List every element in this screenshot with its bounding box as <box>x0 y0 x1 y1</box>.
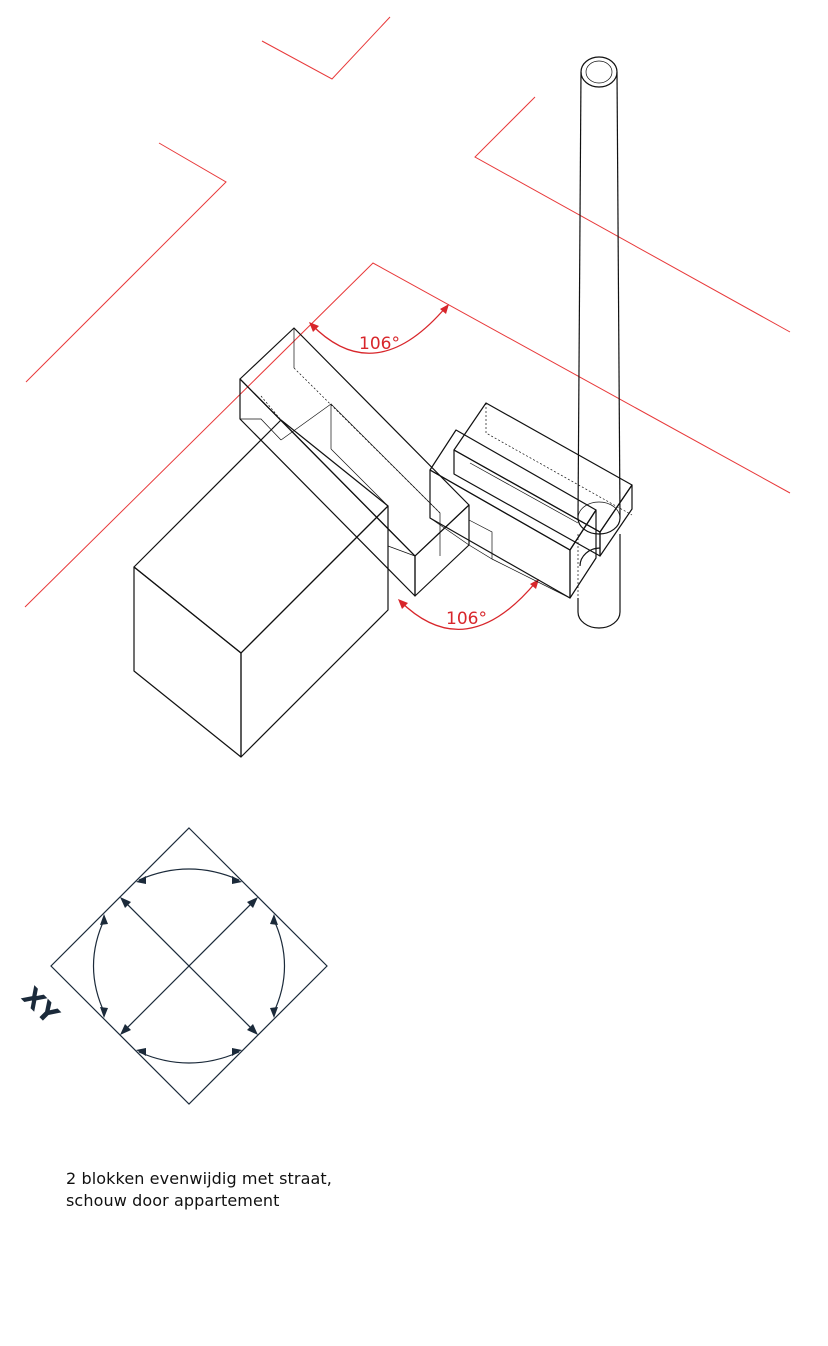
site-line-plot <box>24 262 791 608</box>
building-block-large <box>133 419 389 758</box>
site-line-left-block <box>25 142 227 383</box>
building-block-elongated <box>239 327 470 597</box>
angle-label-upper: 106° <box>359 334 400 354</box>
angle-dimension-upper: 106° <box>309 304 449 354</box>
orientation-navigator: XY <box>15 827 328 1105</box>
diagram-caption: 2 blokken evenwijdig met straat, schouw … <box>66 1168 332 1212</box>
caption-line-1: 2 blokken evenwijdig met straat, <box>66 1169 332 1188</box>
navigator-square <box>50 827 328 1105</box>
building-block-right <box>429 402 633 599</box>
caption-line-2: schouw door appartement <box>66 1191 280 1210</box>
navigator-axis-label: XY <box>15 982 65 1032</box>
site-line-right-top <box>474 96 791 333</box>
chimney <box>577 56 621 629</box>
angle-label-lower: 106° <box>446 609 487 629</box>
site-line-top <box>261 16 391 80</box>
site-boundary-lines <box>24 16 791 608</box>
angle-dimension-lower: 106° <box>398 579 539 630</box>
